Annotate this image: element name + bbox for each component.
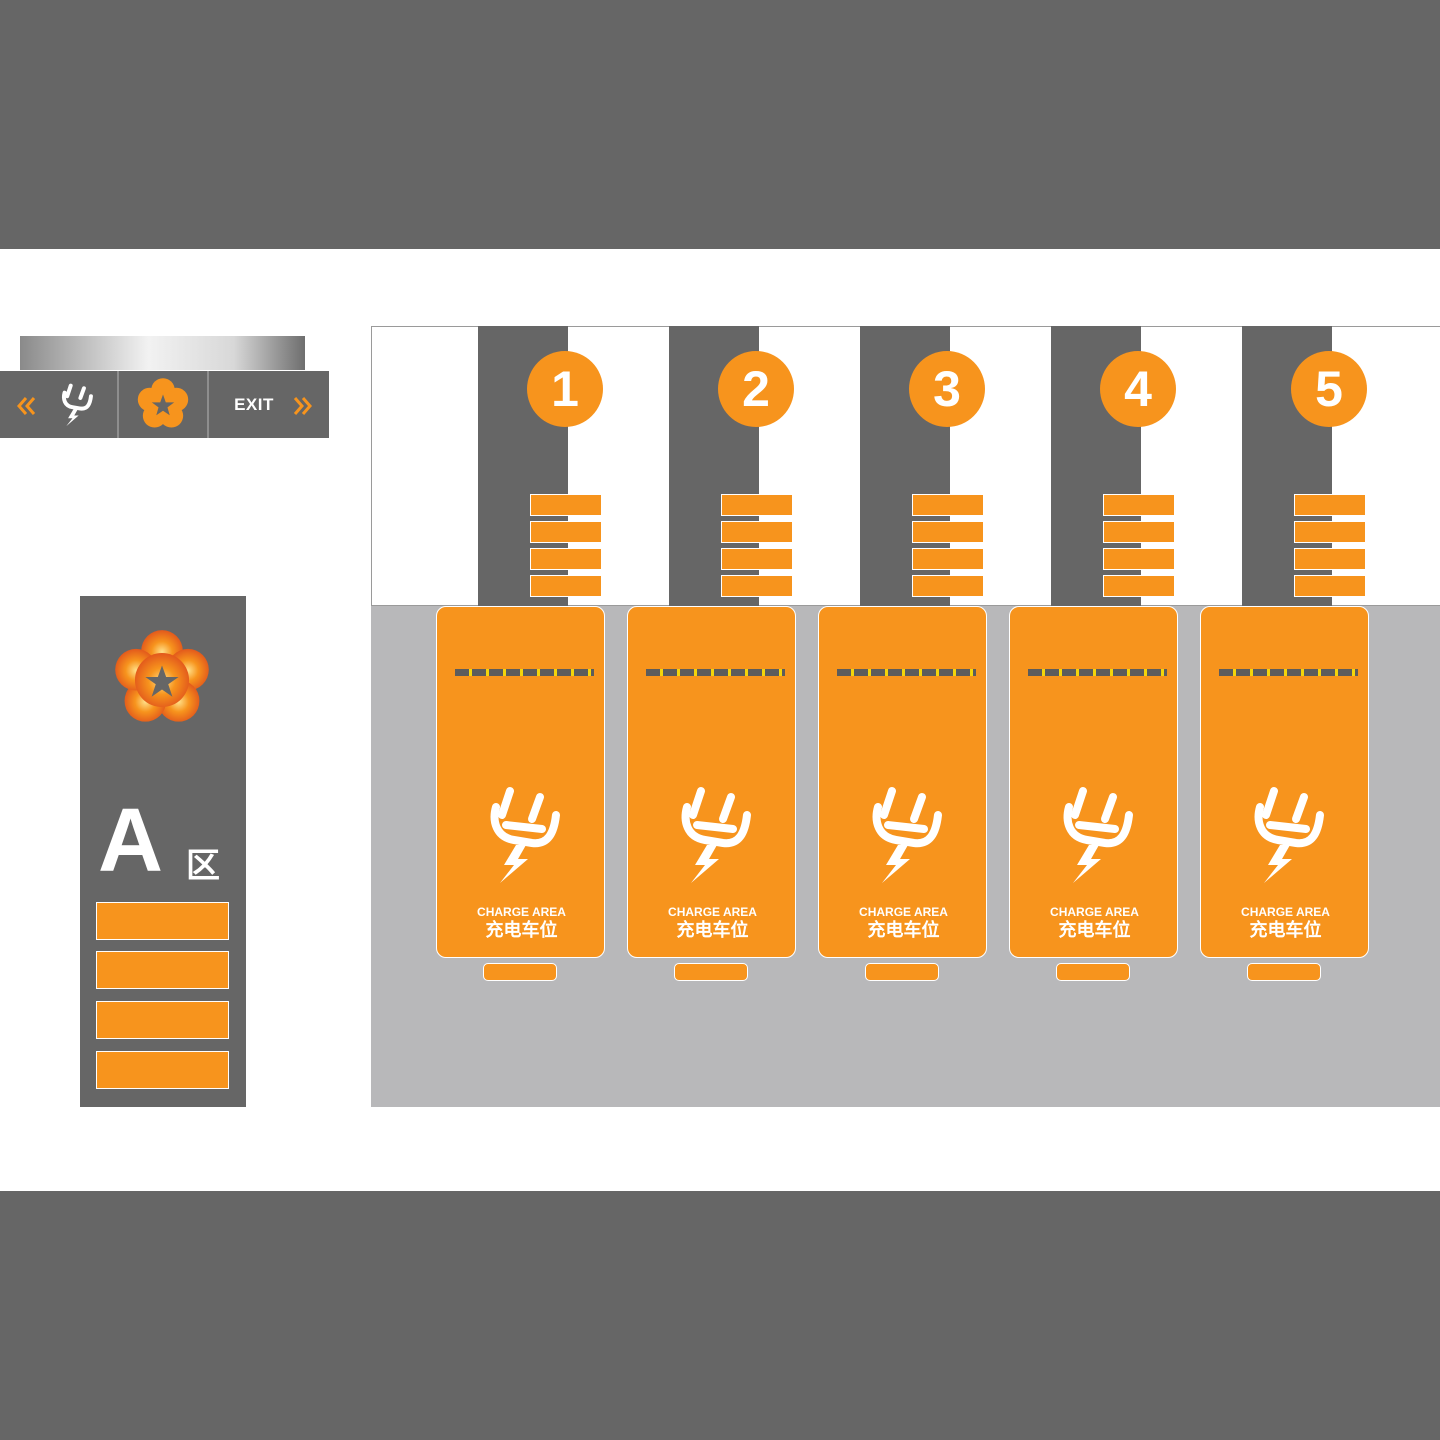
charge-area-label-cn: 充电车位 [676,920,749,940]
bay-number: 1 [527,351,603,427]
charge-area-label-en: CHARGE AREA [1050,905,1139,919]
wall-strip-bar [1294,575,1366,597]
charging-plug-icon [490,787,560,883]
bay-number: 5 [1291,351,1367,427]
charge-area-label-cn: 充电车位 [1249,920,1322,940]
wall-strip-bar [1103,575,1175,597]
floor-marking-panel: CHARGE AREA 充电车位 [818,606,987,958]
charging-bay: 1 CHARGE AREA 充电车位 [436,326,627,986]
wall-strip-bar [721,575,793,597]
wall-strip-bar [530,521,602,543]
wall-column-strip: 4 [1051,326,1176,606]
charging-bay: 2 CHARGE AREA 充电车位 [627,326,818,986]
wall-strip-bar [1294,494,1366,516]
zone-sign-bar [96,951,229,989]
wall-strip-bar [912,575,984,597]
charging-plug-icon [681,787,751,883]
flower-star-logo-icon [137,378,189,428]
wheel-stop [483,963,557,981]
charging-plug-icon [1254,787,1324,883]
wheel-stop [865,963,939,981]
floor-marking-panel: CHARGE AREA 充电车位 [627,606,796,958]
zone-sign-bar [96,902,229,940]
wall-strip-bar [721,548,793,570]
bay-number: 3 [909,351,985,427]
flower-star-logo-icon [115,630,209,722]
bay-number: 4 [1100,351,1176,427]
wall-strip-bar [1294,548,1366,570]
wall-column-strip: 5 [1242,326,1367,606]
wall-strip-bar [1294,521,1366,543]
charge-area-label-cn: 充电车位 [485,920,558,940]
charge-area-label-cn: 充电车位 [867,920,940,940]
wheel-stop [674,963,748,981]
charge-area-label-en: CHARGE AREA [1241,905,1330,919]
charging-bay: 4 CHARGE AREA 充电车位 [1009,326,1200,986]
wall-strip-bar [1103,521,1175,543]
wall-strip-bar [912,521,984,543]
bay-number: 2 [718,351,794,427]
charging-plug-icon [1063,787,1133,883]
charge-area-label-en: CHARGE AREA [668,905,757,919]
hazard-stripe [837,669,976,676]
left-arrow-icon [17,397,36,415]
wall-column-strip: 1 [478,326,603,606]
hazard-stripe [1219,669,1358,676]
wall-column-strip: 3 [860,326,985,606]
floor-marking-panel: CHARGE AREA 充电车位 [1200,606,1369,958]
wall-strip-bar [1103,494,1175,516]
wheel-stop [1247,963,1321,981]
charge-area-label-en: CHARGE AREA [477,905,566,919]
wall-strip-bar [721,494,793,516]
wall-strip-bar [912,494,984,516]
wall-strip-bar [530,575,602,597]
wheel-stop [1056,963,1130,981]
zone-sign-bar [96,1001,229,1039]
right-arrow-icon [293,397,312,415]
charging-plug-icon [61,383,93,427]
zone-letter: A [98,791,163,891]
charging-plug-icon [872,787,942,883]
wall-column-strip: 2 [669,326,794,606]
zone-suffix: 区 [186,847,220,885]
overhead-sign-divider [117,371,119,438]
wall-strip-bar [530,548,602,570]
charge-area-label-cn: 充电车位 [1058,920,1131,940]
wall-strip-bar [1103,548,1175,570]
wall-strip-bar [912,548,984,570]
floor-marking-panel: CHARGE AREA 充电车位 [436,606,605,958]
exit-label: EXIT [234,395,274,414]
hazard-stripe [646,669,785,676]
overhead-sign-mount [20,336,305,370]
hazard-stripe [1028,669,1167,676]
hazard-stripe [455,669,594,676]
charge-area-label-en: CHARGE AREA [859,905,948,919]
zone-sign-bar [96,1051,229,1089]
overhead-sign-divider [207,371,209,438]
charging-bay: 5 CHARGE AREA 充电车位 [1200,326,1391,986]
wall-strip-bar [721,521,793,543]
charging-bay: 3 CHARGE AREA 充电车位 [818,326,1009,986]
wall-strip-bar [530,494,602,516]
floor-marking-panel: CHARGE AREA 充电车位 [1009,606,1178,958]
